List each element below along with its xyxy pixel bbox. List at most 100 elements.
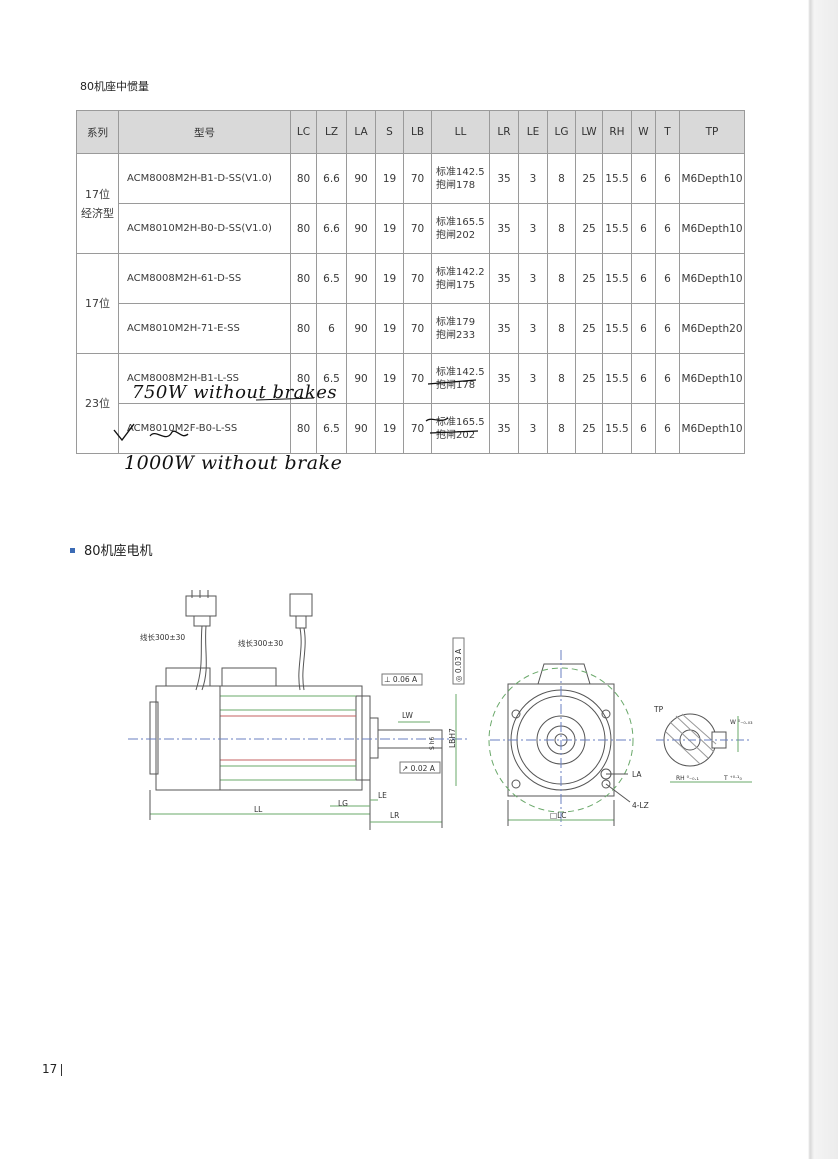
perpendicularity-label: ⊥ 0.06 A — [384, 675, 418, 684]
series-label: 17位 — [85, 187, 110, 201]
runout-label: ↗ 0.02 A — [402, 764, 436, 773]
cell-lz: 6 — [316, 303, 347, 354]
concentricity-label: ◎ 0.03 A — [454, 648, 463, 682]
cell-la: 90 — [346, 353, 376, 404]
cell-lw: 25 — [575, 353, 603, 404]
lbh7-label: LBH7 — [448, 728, 457, 748]
column-header: S — [375, 110, 404, 154]
cell-lc: 80 — [290, 303, 317, 354]
cell-lz: 6.5 — [316, 353, 347, 404]
column-header: LG — [547, 110, 576, 154]
cell-w: 6 — [631, 403, 656, 454]
cell-lr: 35 — [489, 353, 519, 404]
cell-s: 19 — [375, 353, 404, 404]
tp-label: TP — [653, 705, 664, 714]
column-header: LA — [346, 110, 376, 154]
cell-la: 90 — [346, 303, 376, 354]
ll-value: 抱闸202 — [436, 229, 476, 241]
ll-dim-label: LL — [254, 805, 263, 814]
strike-mark — [429, 430, 479, 434]
cell-le: 3 — [518, 403, 548, 454]
ll-value: 标准165.5 — [436, 216, 485, 228]
cell-lr: 35 — [489, 403, 519, 454]
ll-value: 抱闸202 — [436, 429, 476, 441]
la-label: LA — [632, 770, 642, 779]
page-number-bar — [61, 1063, 63, 1076]
cell-rh: 15.5 — [602, 153, 632, 204]
cable-length-label: 线长300±30 — [238, 638, 283, 648]
lw-label: LW — [402, 711, 413, 720]
ll-value: 标准142.5 — [436, 166, 485, 178]
cell-lw: 25 — [575, 403, 603, 454]
series-cell: 17位经济型 — [76, 153, 119, 254]
column-header: LB — [403, 110, 432, 154]
section-bullet — [70, 548, 75, 553]
model-cell: ACM8008M2H-B1-L-SS — [118, 353, 291, 404]
ll-value: 标准142.5 — [436, 366, 485, 378]
column-header: TP — [679, 110, 745, 154]
cell-lc: 80 — [290, 253, 317, 304]
cell-t: 6 — [655, 403, 680, 454]
cell-lg: 8 — [547, 153, 576, 204]
cell-s: 19 — [375, 403, 404, 454]
series-label: 23位 — [85, 397, 110, 410]
column-header: LZ — [316, 110, 347, 154]
column-header: LR — [489, 110, 519, 154]
cell-w: 6 — [631, 303, 656, 354]
ll-value: 抱闸178 — [436, 179, 476, 191]
series-cell: 17位 — [76, 253, 119, 354]
cell-lz: 6.5 — [316, 403, 347, 454]
cell-rh: 15.5 — [602, 203, 632, 254]
cell-s: 19 — [375, 203, 404, 254]
cell-lr: 35 — [489, 153, 519, 204]
series-label: 经济型 — [81, 206, 114, 220]
ll-value: 抱闸233 — [436, 329, 476, 341]
scribble-mark — [149, 430, 189, 438]
scribble-mark — [425, 417, 449, 422]
handwritten-note-750w: 750W without brakes — [132, 382, 338, 403]
ll-value: 标准179 — [436, 316, 476, 328]
cell-w: 6 — [631, 203, 656, 254]
cell-le: 3 — [518, 303, 548, 354]
cell-w: 6 — [631, 153, 656, 204]
scan-page-edge — [808, 0, 838, 1159]
cell-lc: 80 — [290, 203, 317, 254]
cell-t: 6 — [655, 303, 680, 354]
series-cell: 23位 — [76, 353, 119, 454]
lg-dim-label: LG — [338, 799, 348, 808]
front-view — [488, 650, 634, 826]
page-number: 17 — [42, 1062, 63, 1076]
encoder-connector-icon — [185, 595, 217, 617]
t-tolerance-label: T ⁺⁰·¹₀ — [723, 775, 742, 782]
check-mark — [113, 423, 135, 442]
cable-length-label: 线长300±30 — [140, 632, 185, 642]
square-lc-label: □LC — [550, 811, 567, 820]
ll-value: 抱闸175 — [436, 279, 476, 291]
w-tolerance-label: W ⁰₋₀.₀₃ — [730, 719, 753, 726]
ll-value: 标准142.2 — [436, 266, 485, 278]
lr-dim-label: LR — [390, 811, 399, 820]
cell-la: 90 — [346, 403, 376, 454]
cell-tp: M6Depth10 — [679, 153, 745, 204]
underline-mark — [255, 397, 315, 401]
cell-lb: 70 — [403, 253, 432, 304]
cell-lz: 6.5 — [316, 253, 347, 304]
column-header: RH — [602, 110, 632, 154]
handwritten-note-1000w: 1000W without brake — [124, 452, 343, 474]
side-view — [128, 590, 470, 830]
model-cell: ACM8010M2F-B0-L-SS — [118, 403, 291, 454]
hole-count-label: 4-LZ — [632, 801, 649, 810]
table-caption: 80机座中惯量 — [80, 80, 149, 93]
column-header: LE — [518, 110, 548, 154]
series-label: 17位 — [85, 297, 110, 310]
section-title: 80机座电机 — [70, 540, 153, 559]
le-dim-label: LE — [378, 791, 387, 800]
